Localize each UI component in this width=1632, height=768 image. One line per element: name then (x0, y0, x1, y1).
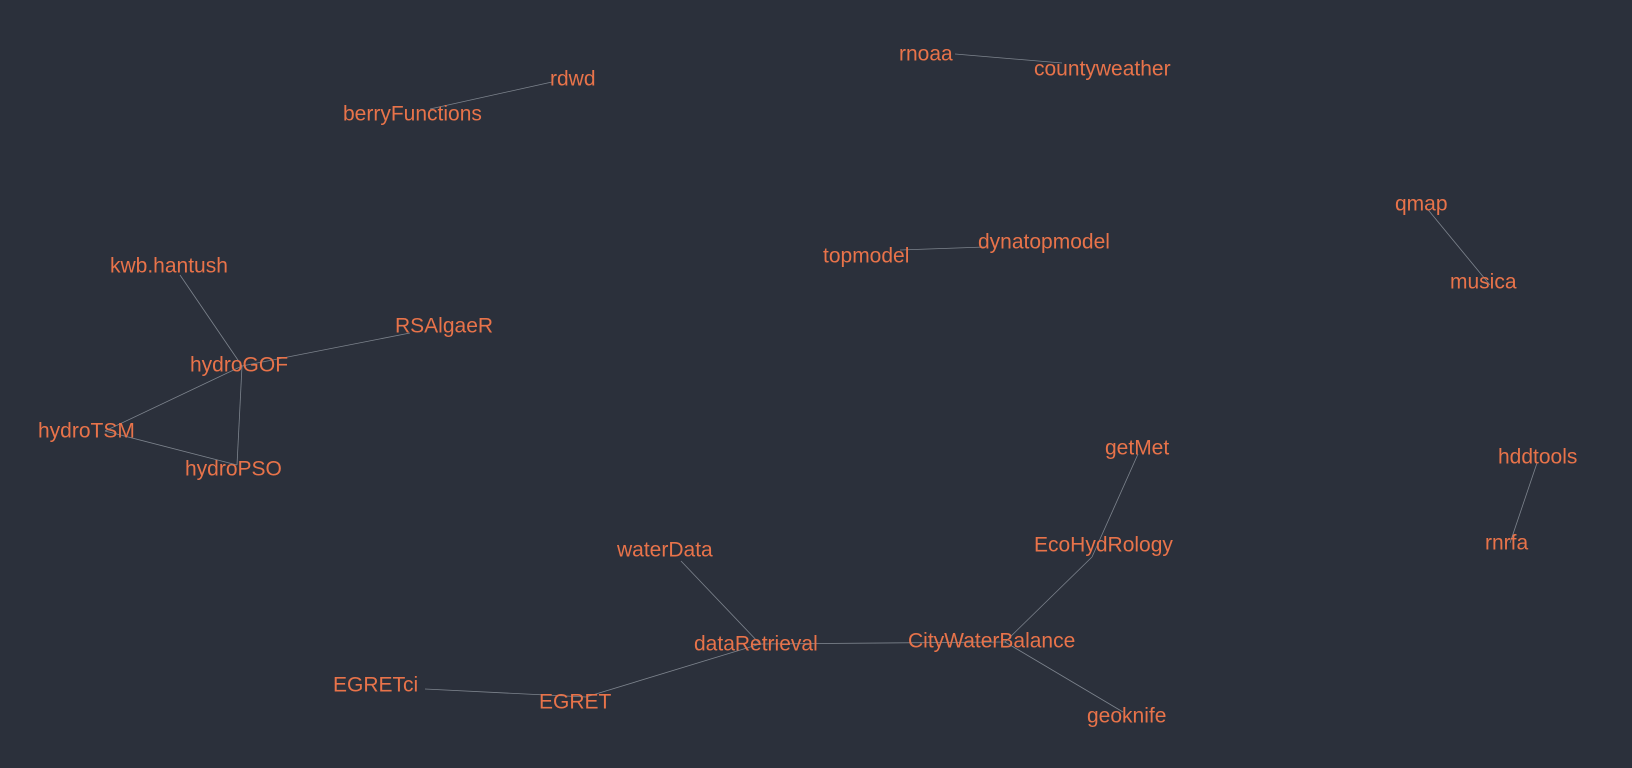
node-rnoaa[interactable]: rnoaa (899, 43, 953, 66)
edge-qmap-musica (1424, 205, 1491, 286)
node-EGRET[interactable]: EGRET (539, 691, 612, 714)
node-countyweather[interactable]: countyweather (1034, 58, 1171, 81)
edge-topmodel-dynatopmodel (899, 246, 986, 251)
node-CityWaterBalance[interactable]: CityWaterBalance (908, 630, 1075, 653)
edge-RSAlgaeR-hydroGOF (241, 332, 411, 367)
edge-hydroGOF-hydroPSO (236, 365, 243, 466)
node-berryFunctions[interactable]: berryFunctions (343, 103, 482, 126)
node-hddtools[interactable]: hddtools (1498, 446, 1577, 469)
node-hydroPSO[interactable]: hydroPSO (185, 458, 282, 481)
edge-hydroGOF-hydroTSM (104, 365, 243, 432)
node-EGRETci[interactable]: EGRETci (333, 674, 418, 697)
graph-nodes: rdwd berryFunctions rnoaa countyweather qmap… (38, 43, 1577, 728)
node-RSAlgaeR[interactable]: RSAlgaeR (395, 315, 493, 338)
node-hydroGOF[interactable]: hydroGOF (190, 354, 288, 377)
edge-hydroTSM-hydroPSO (104, 430, 238, 466)
node-EcoHydRology[interactable]: EcoHydRology (1034, 534, 1173, 557)
edge-rnoaa-countyweather (954, 53, 1063, 64)
edge-berryFunctions-rdwd (429, 81, 553, 110)
edge-getMet-EcoHydRology (1091, 453, 1139, 558)
edge-EGRETci-EGRET (424, 688, 587, 698)
node-topmodel[interactable]: topmodel (823, 245, 909, 268)
edge-dataRetrieval-EGRET (585, 643, 761, 698)
node-hydroTSM[interactable]: hydroTSM (38, 420, 135, 443)
graph-edges (104, 53, 1538, 713)
node-geoknife[interactable]: geoknife (1087, 705, 1166, 728)
node-dynatopmodel[interactable]: dynatopmodel (978, 231, 1110, 254)
edge-CityWaterBalance-geoknife (1004, 641, 1124, 713)
node-getMet[interactable]: getMet (1105, 437, 1169, 460)
node-waterData[interactable]: waterData (616, 539, 713, 562)
node-rnrfa[interactable]: rnrfa (1485, 532, 1529, 555)
edge-kwb.hantush-hydroGOF (179, 274, 243, 367)
edge-waterData-dataRetrieval (680, 560, 761, 645)
node-qmap[interactable]: qmap (1395, 193, 1448, 216)
node-musica[interactable]: musica (1450, 271, 1517, 294)
edge-EcoHydRology-CityWaterBalance (1004, 556, 1093, 643)
node-dataRetrieval[interactable]: dataRetrieval (694, 633, 818, 656)
node-rdwd[interactable]: rdwd (550, 68, 596, 91)
edge-dataRetrieval-CityWaterBalance (759, 641, 1006, 645)
node-kwb-hantush[interactable]: kwb.hantush (110, 255, 228, 278)
edge-hddtools-rnrfa (1509, 462, 1538, 544)
